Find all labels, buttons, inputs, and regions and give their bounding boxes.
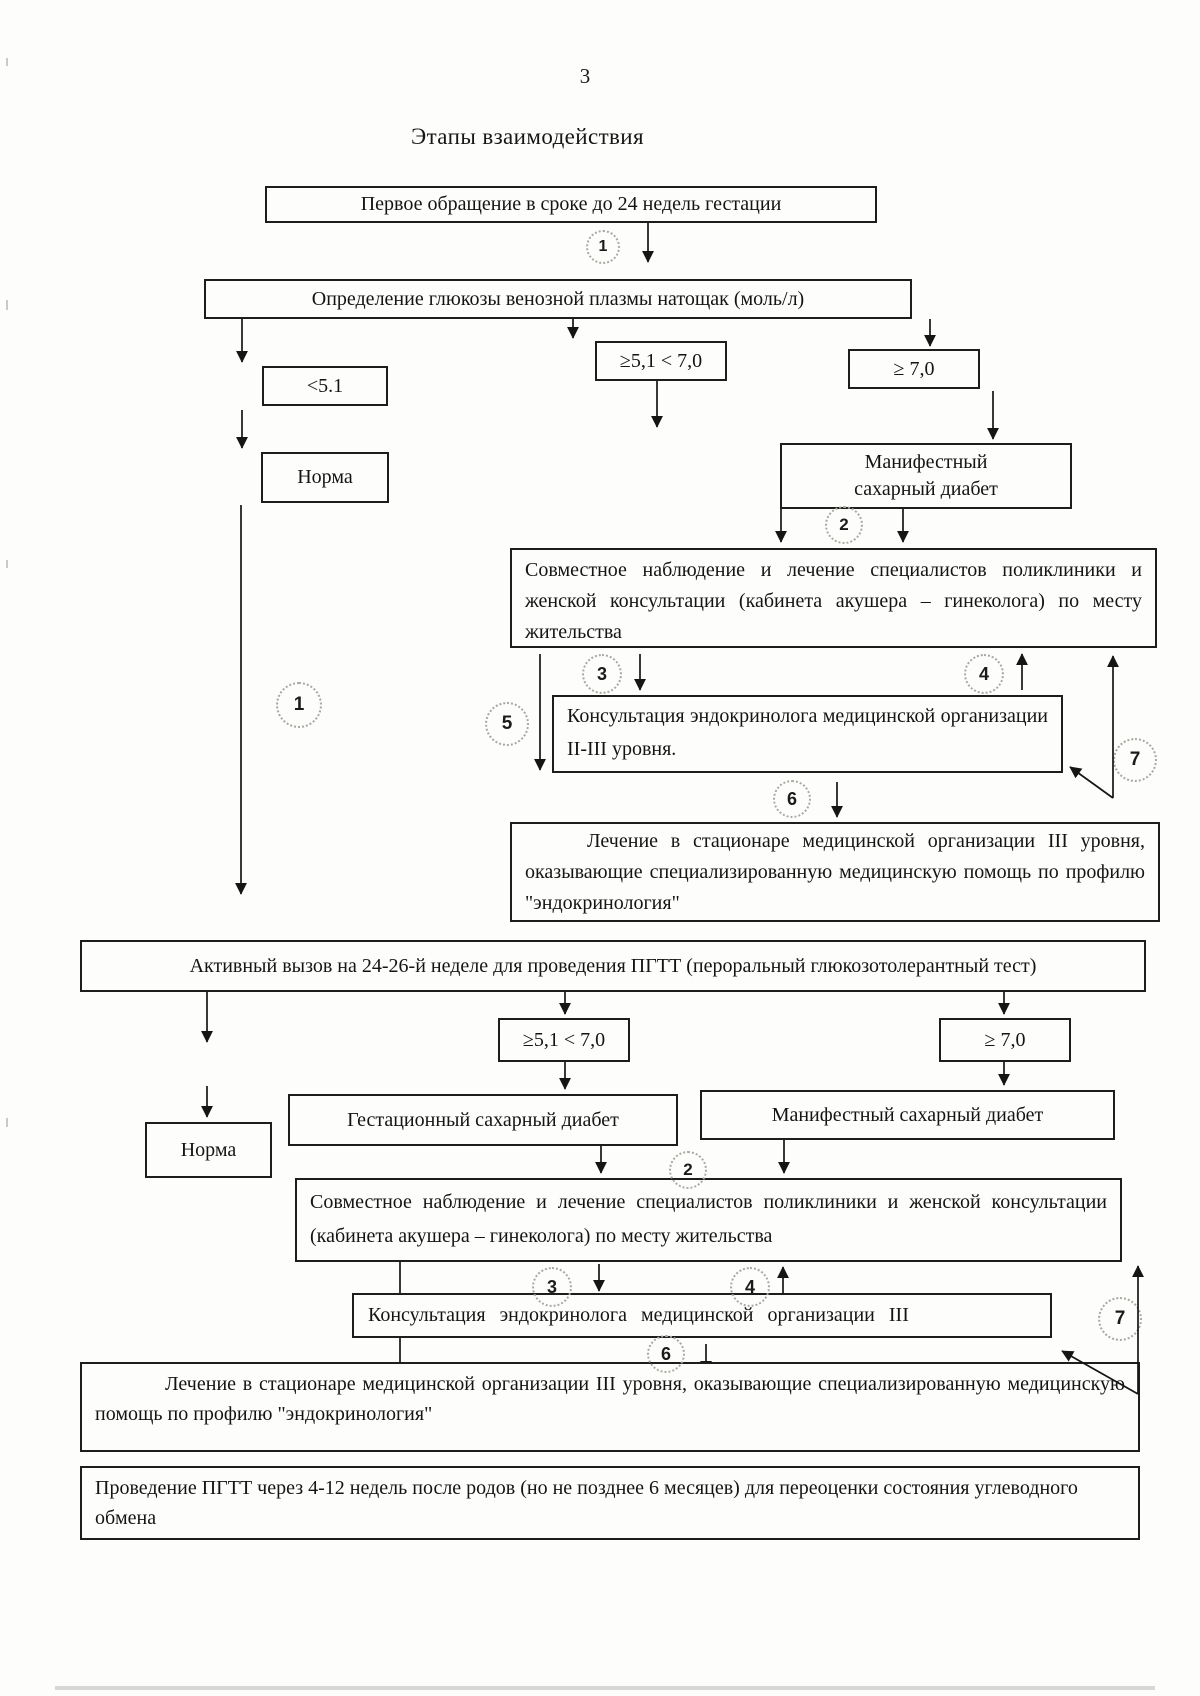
step-badge-6a: 6 [773, 780, 811, 818]
scan-artifact-bottom-line [55, 1686, 1155, 1690]
step-badge-1a: 1 [586, 230, 620, 264]
chart-title: Этапы взаимодействия [410, 124, 644, 149]
node-active-call: Активный вызов на 24-26-й неделе для про… [80, 940, 1146, 992]
node-pgtt-retest: Проведение ПГТТ через 4-12 недель после … [80, 1466, 1140, 1540]
page-number: 3 [579, 64, 591, 88]
arrow-return-to-consult1-step7 [1069, 766, 1114, 799]
step-badge-5: 5 [485, 702, 529, 746]
step-badge-7b: 7 [1098, 1297, 1142, 1341]
step-badge-4b: 4 [730, 1267, 770, 1307]
node-manifest-diabetes-2: Манифестный сахарный диабет [700, 1090, 1115, 1140]
manifest-line-1: Манифестный [864, 451, 988, 473]
node-ge-7-0-a: ≥ 7,0 [848, 349, 980, 389]
scan-artifact [6, 560, 8, 568]
node-first-visit: Первое обращение в сроке до 24 недель ге… [265, 186, 877, 223]
scan-artifact [6, 1118, 8, 1127]
node-manifest-diabetes-1: Манифестный сахарный диабет [780, 443, 1072, 509]
node-endocrinologist-consult-1: Консультация эндокринолога медицинской о… [552, 695, 1063, 773]
node-ge-5-1-lt-7-0-b: ≥5,1 < 7,0 [498, 1018, 630, 1062]
node-endocrinologist-consult-2: Консультация эндокринолога медицинской о… [352, 1293, 1052, 1338]
scan-artifact [6, 300, 8, 310]
step-badge-2a: 2 [825, 506, 863, 544]
scan-artifact [6, 58, 8, 66]
node-norma-1: Норма [261, 452, 389, 503]
node-gestational-diabetes: Гестационный сахарный диабет [288, 1094, 678, 1146]
node-hospital-treatment-1: Лечение в стационаре медицинской организ… [510, 822, 1160, 922]
node-ge-5-1-lt-7-0-a: ≥5,1 < 7,0 [595, 341, 727, 381]
step-badge-4a: 4 [964, 654, 1004, 694]
manifest-line-2: сахарный диабет [854, 478, 998, 500]
node-lt-5-1: <5.1 [262, 366, 388, 406]
step-badge-7a: 7 [1113, 738, 1157, 782]
node-hospital-treatment-2: Лечение в стационаре медицинской организ… [80, 1362, 1140, 1452]
node-joint-care-1: Совместное наблюдение и лечение специали… [510, 548, 1157, 648]
node-norma-2: Норма [145, 1122, 272, 1178]
node-ge-7-0-b: ≥ 7,0 [939, 1018, 1071, 1062]
step-badge-2b: 2 [669, 1151, 707, 1189]
node-glucose-test: Определение глюкозы венозной плазмы нато… [204, 279, 912, 319]
step-badge-6b: 6 [647, 1335, 685, 1373]
step-badge-3b: 3 [532, 1267, 572, 1307]
node-joint-care-2: Совместное наблюдение и лечение специали… [295, 1178, 1122, 1262]
step-badge-3a: 3 [582, 654, 622, 694]
step-badge-1b: 1 [276, 682, 322, 728]
